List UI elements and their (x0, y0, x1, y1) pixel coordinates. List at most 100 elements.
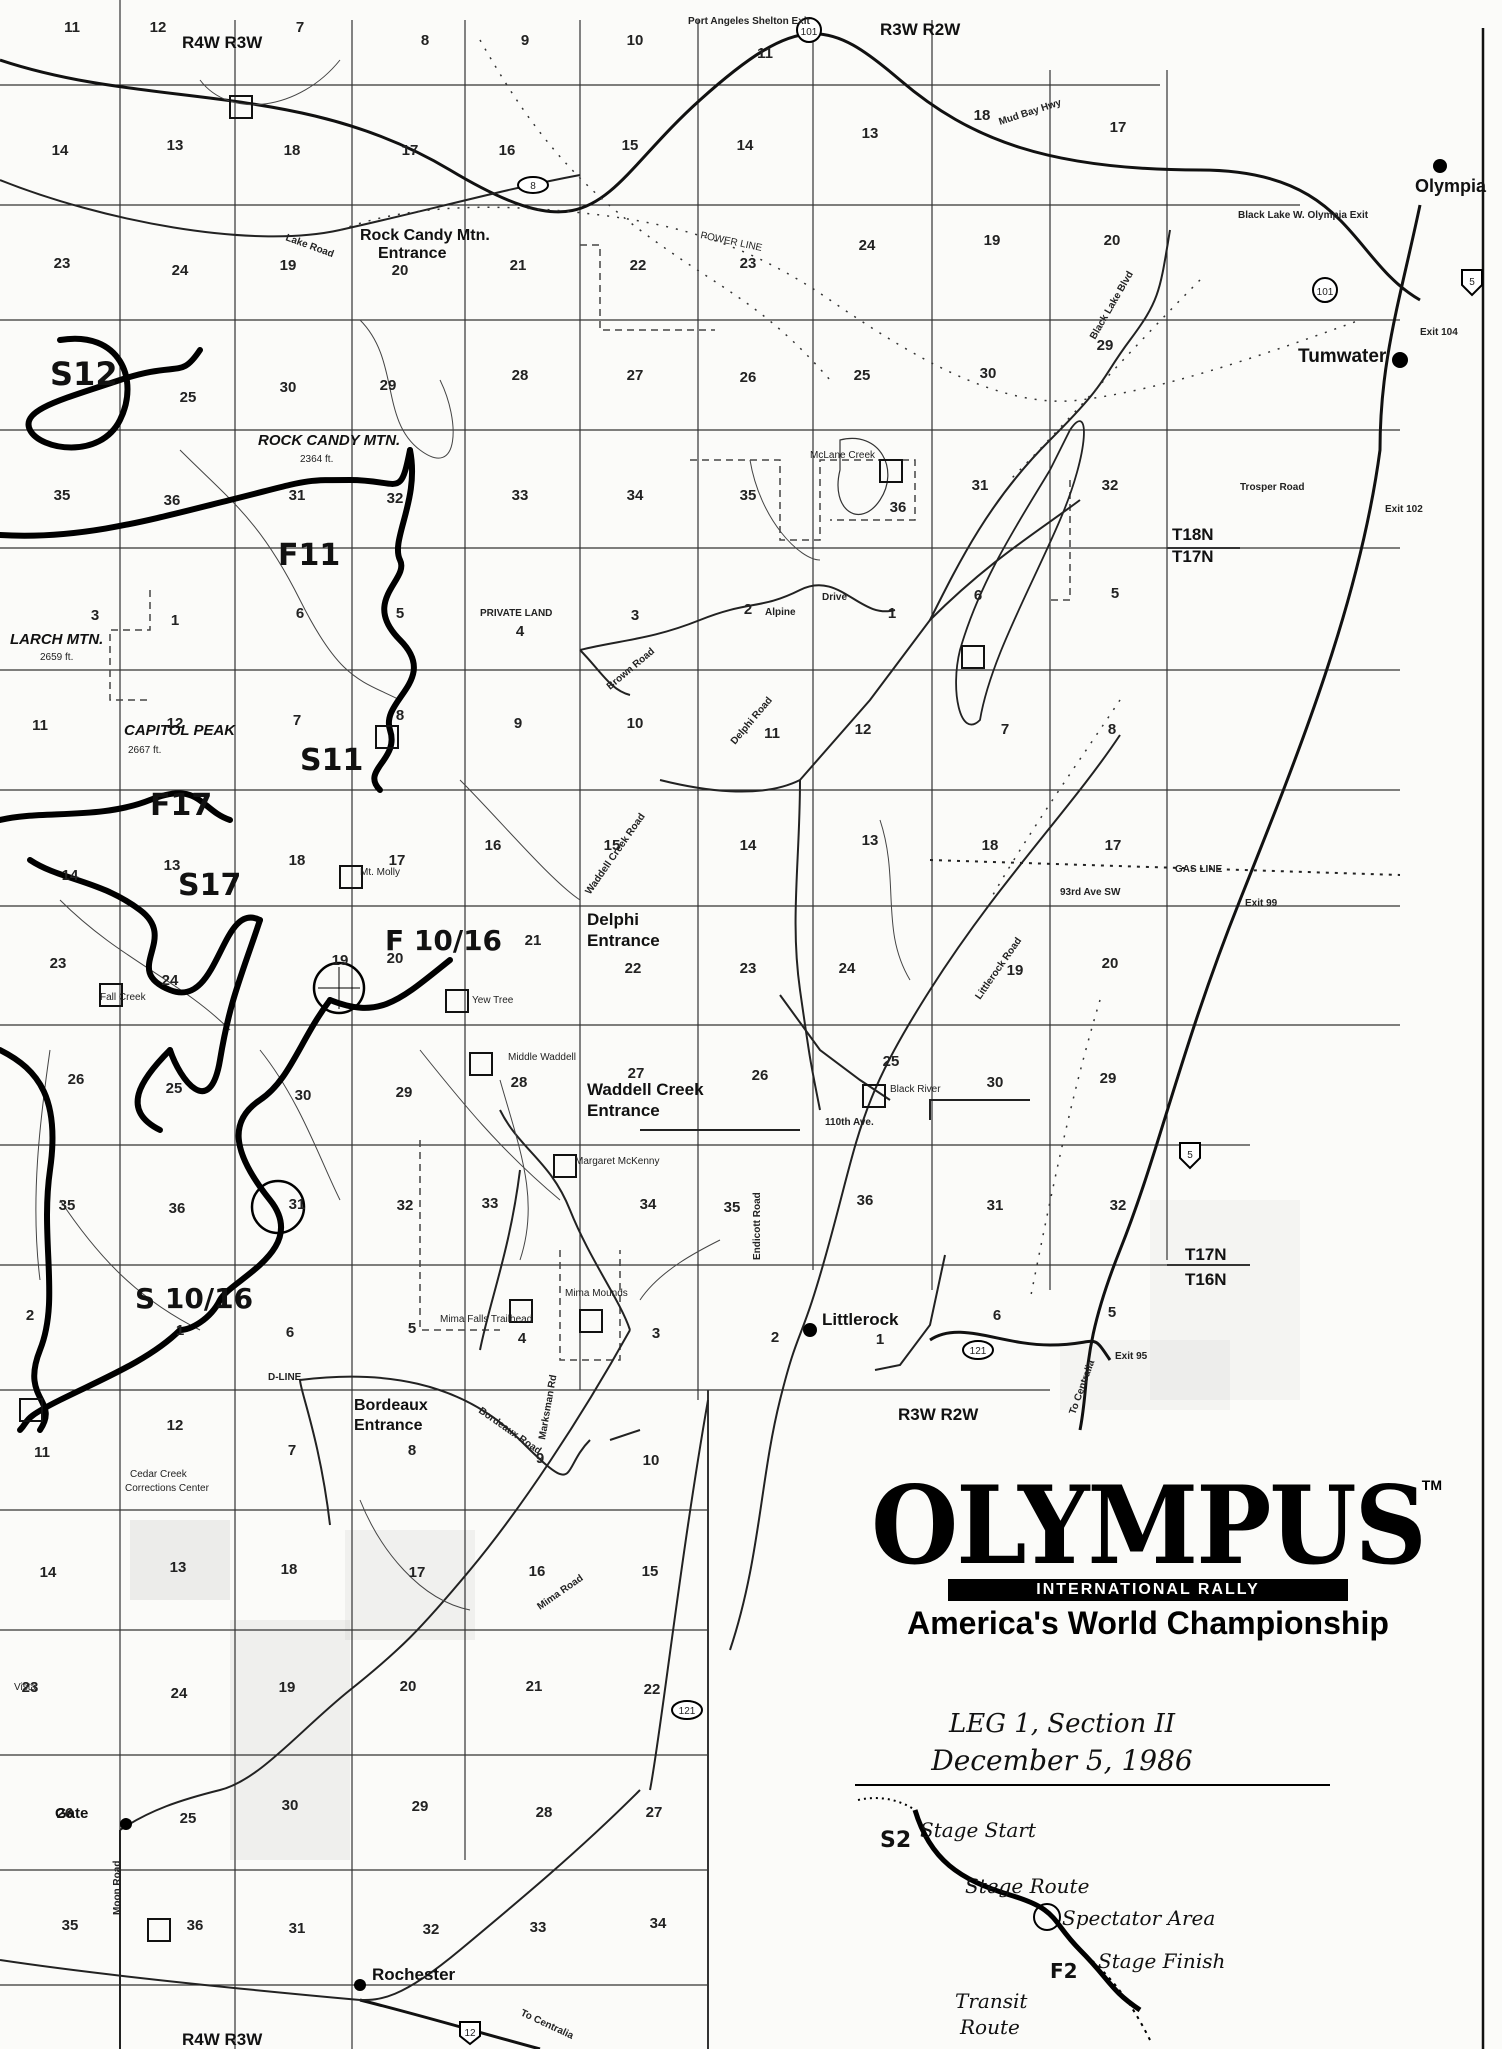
highway-shields: 101 101 5 5 121 121 12 8 (459, 17, 1483, 2046)
stage-routes (0, 335, 453, 1433)
section-number: 24 (839, 960, 856, 977)
section-number: 13 (862, 832, 879, 849)
campgrounds (19, 95, 985, 1942)
section-number: 24 (859, 237, 876, 254)
section-number: 14 (62, 867, 79, 884)
section-number: 25 (180, 1810, 197, 1827)
section-number: 12 (167, 1417, 184, 1434)
section-number: 32 (387, 490, 404, 507)
section-number: 6 (296, 605, 304, 622)
moon-road-label: Moon Road (112, 1861, 123, 1915)
section-number: 5 (1108, 1304, 1116, 1321)
svg-text:5: 5 (1187, 1150, 1193, 1161)
section-number: 13 (167, 137, 184, 154)
section-number: 28 (511, 1074, 528, 1091)
section-number: 7 (288, 1442, 296, 1459)
svg-text:12: 12 (464, 2028, 476, 2039)
section-number: 10 (627, 715, 644, 732)
legend-stage-start: Stage Start (920, 1818, 1037, 1842)
section-number: 9 (521, 32, 529, 49)
section-number: 35 (59, 1197, 76, 1214)
yew-tree-label: Yew Tree (472, 995, 514, 1006)
section-number: 32 (397, 1197, 414, 1214)
section-number: 13 (170, 1559, 187, 1576)
svg-text:121: 121 (970, 1346, 987, 1357)
section-number: 8 (408, 1442, 416, 1459)
logo-rally-bar: INTERNATIONAL RALLY (948, 1579, 1348, 1601)
private-land-label: PRIVATE LAND (480, 608, 552, 619)
section-number: 35 (54, 487, 71, 504)
highways (0, 32, 1422, 2049)
section-number: 7 (293, 712, 301, 729)
section-number: 32 (1110, 1197, 1127, 1214)
section-number: 23 (22, 1679, 39, 1696)
exit-99-label: Exit 99 (1245, 898, 1278, 909)
section-number: 21 (525, 932, 542, 949)
highway-121-shield-2: 121 (671, 1700, 703, 1720)
section-number: 14 (737, 137, 754, 154)
waddell-entrance-sub: Entrance (587, 1101, 660, 1120)
section-number: 8 (1108, 721, 1116, 738)
section-number: 12 (855, 721, 872, 738)
110th-ave-label: 110th Ave. (825, 1117, 874, 1128)
section-number: 26 (57, 1805, 74, 1822)
section-number: 25 (180, 389, 197, 406)
mt-molly-label: Mt. Molly (360, 867, 400, 878)
section-number: 29 (1097, 337, 1114, 354)
section-number: 11 (757, 45, 773, 62)
peak-larch: LARCH MTN. (10, 631, 103, 648)
section-number: 33 (482, 1195, 499, 1212)
section-number: 36 (857, 1192, 874, 1209)
section-number: 14 (40, 1564, 57, 1581)
delphi-entrance-label: Delphi (587, 910, 639, 929)
highway-12-shield: 12 (459, 2021, 481, 2046)
svg-text:5: 5 (1469, 277, 1475, 288)
svg-text:8: 8 (530, 181, 536, 192)
section-number: 5 (1111, 585, 1119, 602)
section-number: 13 (164, 857, 181, 874)
section-number: 7 (296, 19, 304, 36)
town-dots (120, 159, 1447, 1991)
stage-s10-16-label: S 10/16 (135, 1282, 253, 1315)
terrain-texture (130, 1200, 1300, 1860)
black-lake-exit-label: Black Lake W. Olympia Exit (1238, 210, 1369, 221)
range-label-bottom-left: R4W R3W (182, 2030, 263, 2049)
section-number: 5 (396, 605, 404, 622)
section-number: 13 (862, 125, 879, 142)
rock-candy-entrance-label: Rock Candy Mtn. (360, 227, 490, 244)
leg-section-label: LEG 1, Section II (948, 1709, 1176, 1739)
section-number: 28 (536, 1804, 553, 1821)
section-number: 2 (26, 1307, 34, 1324)
spectator-areas (250, 961, 366, 1235)
svg-text:101: 101 (801, 27, 818, 38)
range-labels: R4W R3W R3W R2W R3W R2W R4W R3W T18N T17… (182, 20, 1227, 2049)
legend-transit: Transit (955, 1989, 1028, 2013)
section-number: 29 (396, 1084, 413, 1101)
bordeaux-entrance-sub: Entrance (354, 1417, 423, 1434)
section-number: 34 (650, 1915, 667, 1932)
section-number: 23 (740, 255, 757, 272)
section-grid (0, 0, 1400, 2049)
section-number: 35 (62, 1917, 79, 1934)
section-number: 17 (409, 1564, 426, 1581)
cedar-creek-label: Cedar Creek (130, 1469, 188, 1480)
roads (0, 174, 1171, 2049)
svg-text:101: 101 (1317, 287, 1334, 298)
logo-trademark: TM (1421, 1477, 1442, 1493)
section-number: 33 (530, 1919, 547, 1936)
stage-f11-label: F11 (278, 538, 340, 573)
peak-rock-candy-elevation: 2364 ft. (300, 454, 333, 465)
range-label-bottom: R3W R2W (898, 1405, 979, 1424)
section-number: 34 (627, 487, 644, 504)
section-number: 29 (380, 377, 397, 394)
section-number: 17 (1110, 119, 1127, 136)
peak-rock-candy: ROCK CANDY MTN. (258, 432, 400, 449)
mima-mounds-label: Mima Mounds (565, 1288, 628, 1299)
section-number: 30 (282, 1797, 299, 1814)
section-number: 20 (1102, 955, 1119, 972)
section-number: 18 (982, 837, 999, 854)
93rd-ave-label: 93rd Ave SW (1060, 887, 1121, 898)
section-number: 14 (52, 142, 69, 159)
section-number: 15 (622, 137, 639, 154)
section-number: 9 (514, 715, 522, 732)
